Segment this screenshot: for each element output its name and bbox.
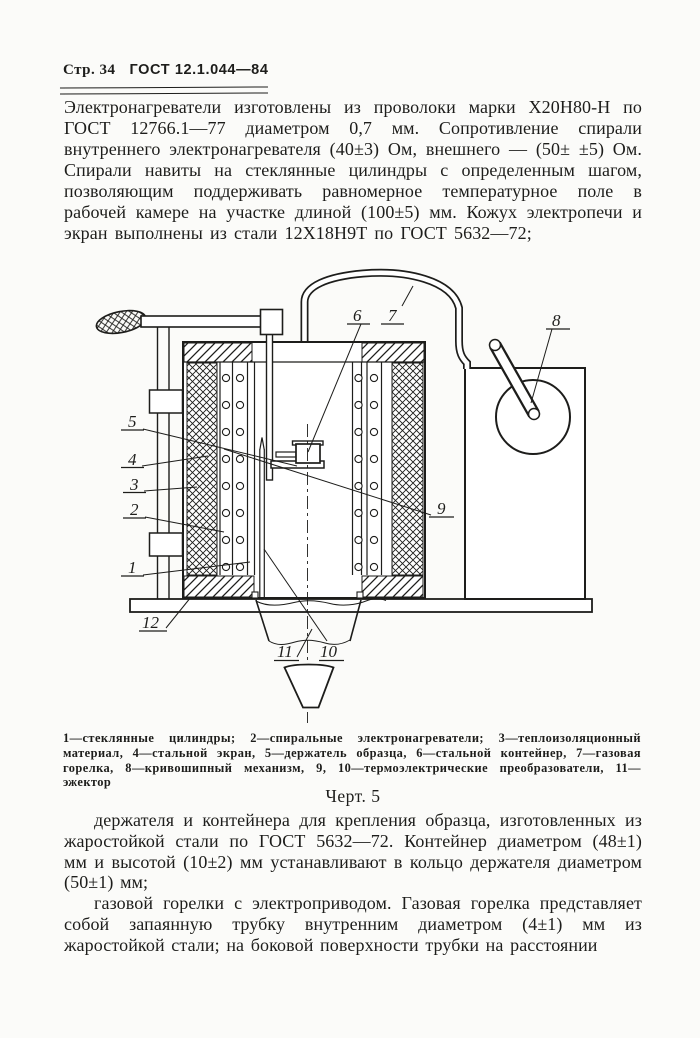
callout-leaders: [141, 285, 553, 658]
handle-bar: [140, 315, 263, 328]
callout-9: 9: [437, 499, 446, 518]
paragraph-holder-container: держателя и контейнера для крепления обр…: [64, 810, 642, 893]
figure-caption: 1—стеклянные цилиндры; 2—спиральные элек…: [63, 731, 641, 790]
furnace-apparatus-diagram: 5 4 3 2 1 12 11 10 9 6 7 8: [95, 268, 593, 723]
insulation-right: [391, 362, 424, 576]
clamp-stand: [95, 308, 284, 599]
clamp-block-lower: [148, 532, 184, 557]
standard-number: ГОСТ 12.1.044—84: [129, 62, 269, 78]
top-lid-hatch-left: [183, 342, 253, 363]
callout-12: 12: [142, 613, 160, 632]
page-header: Стр. 34 ГОСТ 12.1.044—84: [63, 62, 273, 79]
callout-10: 10: [320, 642, 338, 661]
callout-5: 5: [128, 412, 137, 431]
page-number-label: Стр. 34: [63, 62, 116, 78]
furnace-body: [182, 341, 426, 599]
callout-6: 6: [353, 306, 362, 325]
body-text: держателя и контейнера для крепления обр…: [64, 810, 642, 956]
callout-7: 7: [388, 306, 398, 325]
paragraph-gas-burner: газовой горелки с электроприводом. Газов…: [64, 893, 642, 955]
callout-4: 4: [128, 450, 137, 469]
callout-8: 8: [552, 311, 561, 330]
header-underline: [59, 86, 269, 95]
holder-bracket: [275, 451, 297, 458]
figure-label: Черт. 5: [325, 786, 381, 806]
top-lid-hatch-right: [361, 342, 425, 363]
callout-2: 2: [130, 500, 139, 519]
holder-rod: [265, 332, 274, 481]
heater-coils: [221, 373, 379, 572]
glass-cylinders: [219, 362, 383, 575]
callout-11: 11: [277, 642, 293, 661]
callout-1: 1: [128, 558, 137, 577]
thermocouple-needle: [259, 437, 265, 597]
insulation-left: [186, 362, 218, 576]
crank-rod: [488, 338, 541, 421]
sample-container: [295, 443, 321, 464]
bottom-hatch-right: [361, 575, 424, 598]
cone: [283, 663, 335, 709]
top-block: [259, 308, 284, 336]
ejector-funnel: [255, 598, 387, 645]
callout-3: 3: [129, 475, 139, 494]
clamp-block-upper: [148, 389, 184, 414]
intro-paragraph: Электронагреватели изготовлены из провол…: [64, 97, 642, 243]
handle-knob: [95, 309, 147, 335]
callout-underlines: [121, 323, 570, 662]
bottom-hatch-left: [183, 575, 255, 598]
